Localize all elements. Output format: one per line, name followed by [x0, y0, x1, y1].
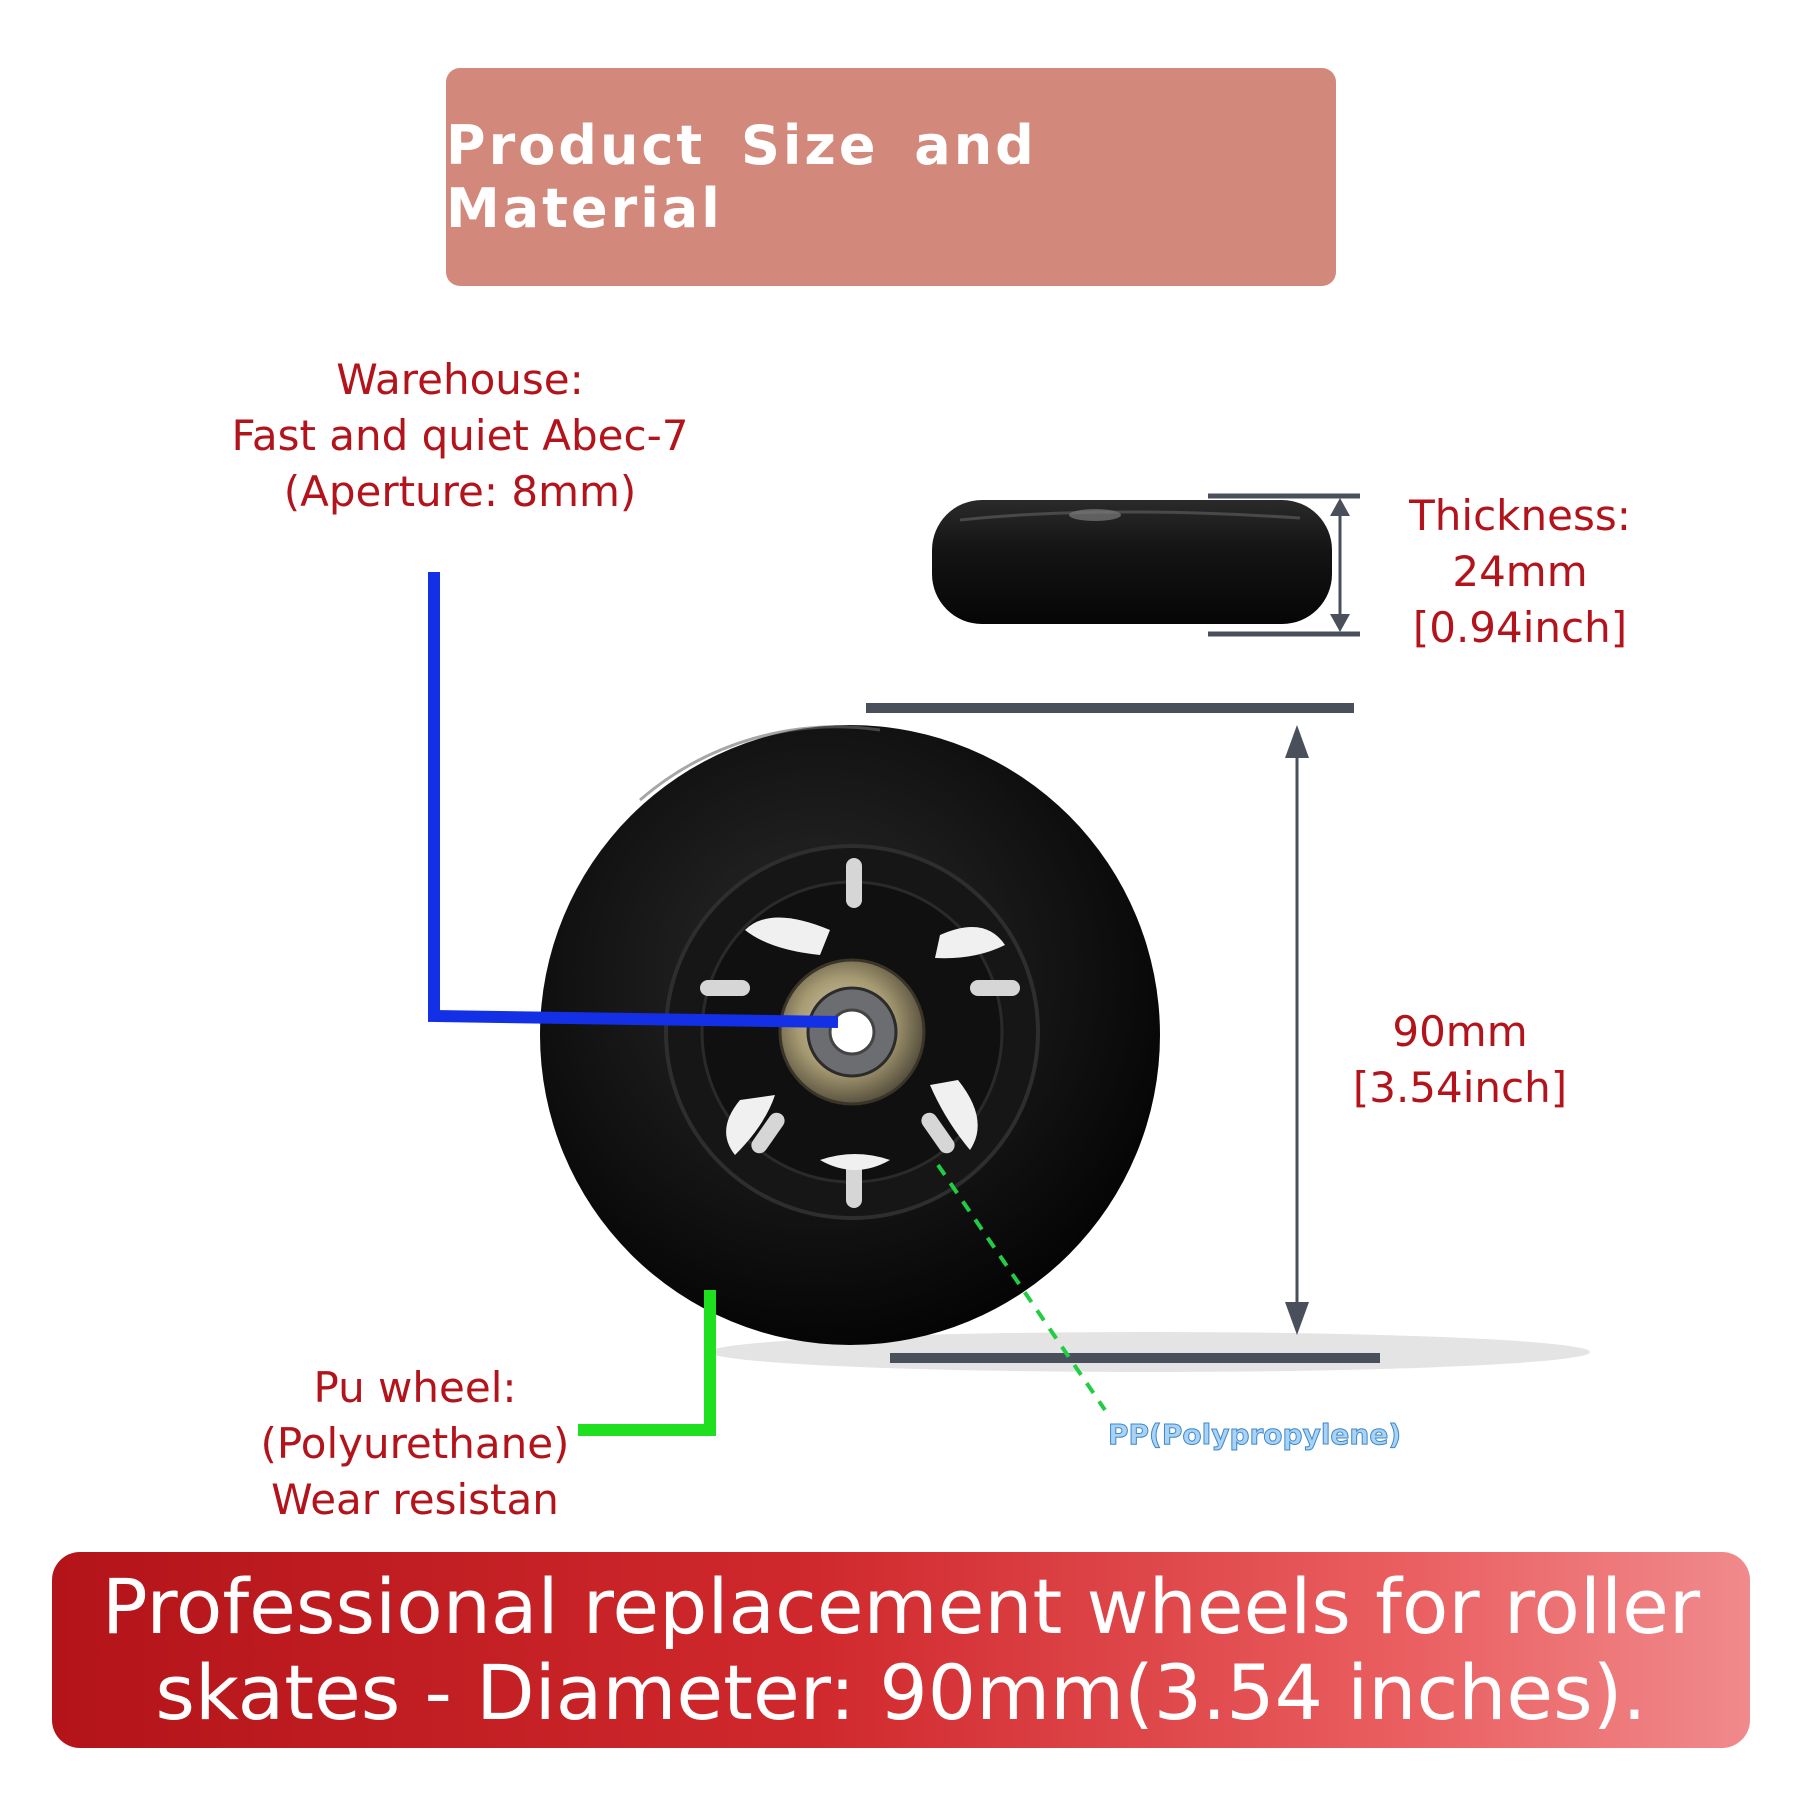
thickness-line-3: [0.94inch]: [1412, 603, 1628, 652]
footer-line-1: Professional replacement wheels for roll…: [101, 1562, 1701, 1651]
footer-line-2: skates - Diameter: 90mm(3.54 inches).: [155, 1648, 1647, 1737]
pp-label: PP(Polypropylene): [1107, 1418, 1402, 1452]
pu-wheel-label: Pu wheel: (Polyurethane) Wear resistan: [225, 1360, 605, 1528]
diameter-line-1: 90mm: [1392, 1007, 1528, 1056]
pu-callout-line: [578, 1290, 716, 1436]
bearing-callout-line: [428, 572, 839, 1028]
wheel-side-view: [932, 500, 1332, 624]
warehouse-line-2: Fast and quiet Abec-7: [231, 411, 689, 460]
title-text: Product Size and Material: [446, 114, 1037, 240]
warehouse-line-3: (Aperture: 8mm): [283, 467, 637, 516]
footer-banner: Professional replacement wheels for roll…: [52, 1552, 1750, 1748]
thickness-line-2: 24mm: [1452, 547, 1588, 596]
thickness-line-1: Thickness:: [1409, 491, 1631, 540]
pp-callout-line: [936, 1163, 1107, 1412]
wheel-front-view: [540, 725, 1590, 1372]
pu-line-2: (Polyurethane): [260, 1419, 570, 1468]
diameter-label: 90mm [3.54inch]: [1330, 1004, 1590, 1116]
warehouse-line-1: Warehouse:: [336, 355, 584, 404]
thickness-dimension: [1208, 493, 1360, 637]
pu-line-3: Wear resistan: [271, 1475, 559, 1524]
title-banner: Product Size and Material: [446, 68, 1336, 286]
warehouse-label: Warehouse: Fast and quiet Abec-7 (Apertu…: [200, 352, 720, 520]
thickness-label: Thickness: 24mm [0.94inch]: [1370, 488, 1670, 656]
diameter-dimension: [866, 703, 1380, 1363]
diameter-line-2: [3.54inch]: [1352, 1063, 1568, 1112]
pu-line-1: Pu wheel:: [313, 1363, 517, 1412]
